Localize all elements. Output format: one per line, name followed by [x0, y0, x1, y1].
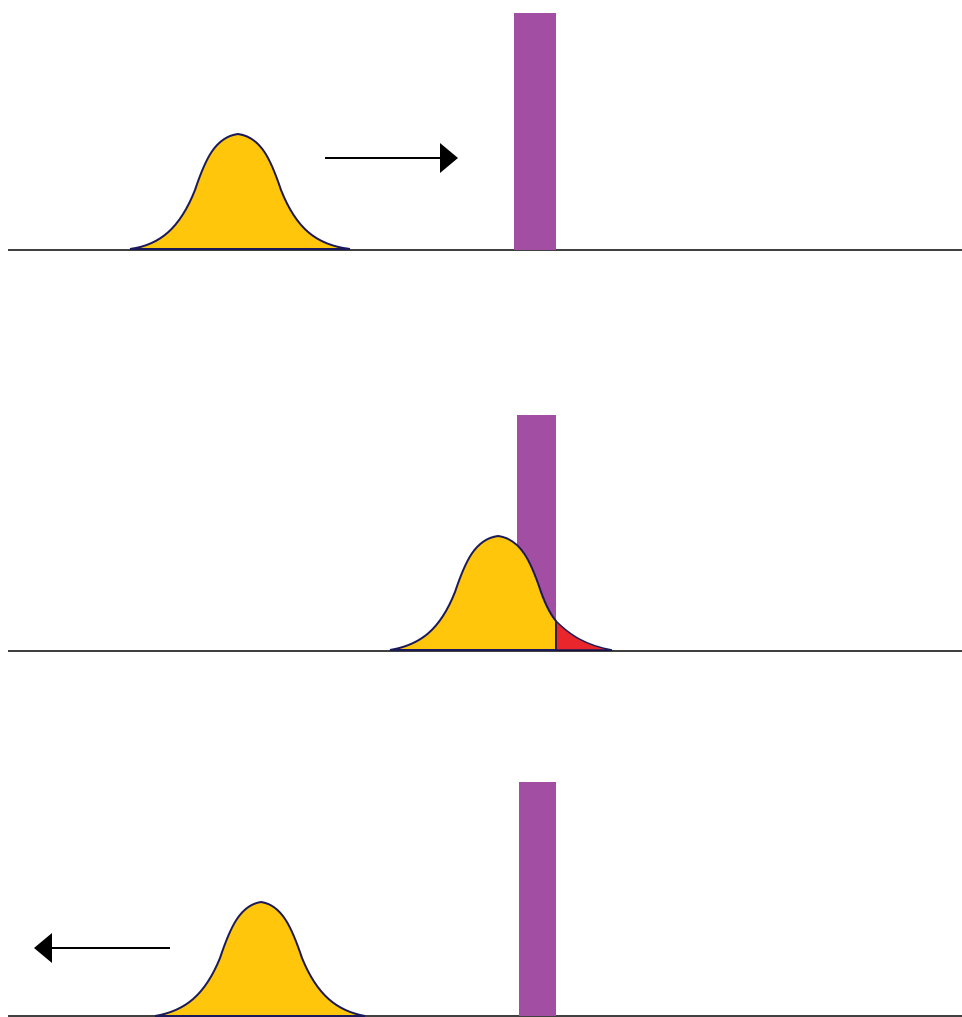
wave-packet [129, 132, 351, 250]
barrier [514, 13, 556, 250]
panel-incoming [8, 13, 962, 251]
panel-interaction [8, 415, 962, 652]
panel-reflected [8, 782, 962, 1017]
arrow-left-icon [34, 933, 170, 963]
transmitted-tail [555, 619, 613, 651]
wave-packet [154, 900, 366, 1017]
wave-packet [389, 534, 557, 651]
arrow-right-icon [325, 143, 458, 173]
barrier [519, 782, 556, 1016]
